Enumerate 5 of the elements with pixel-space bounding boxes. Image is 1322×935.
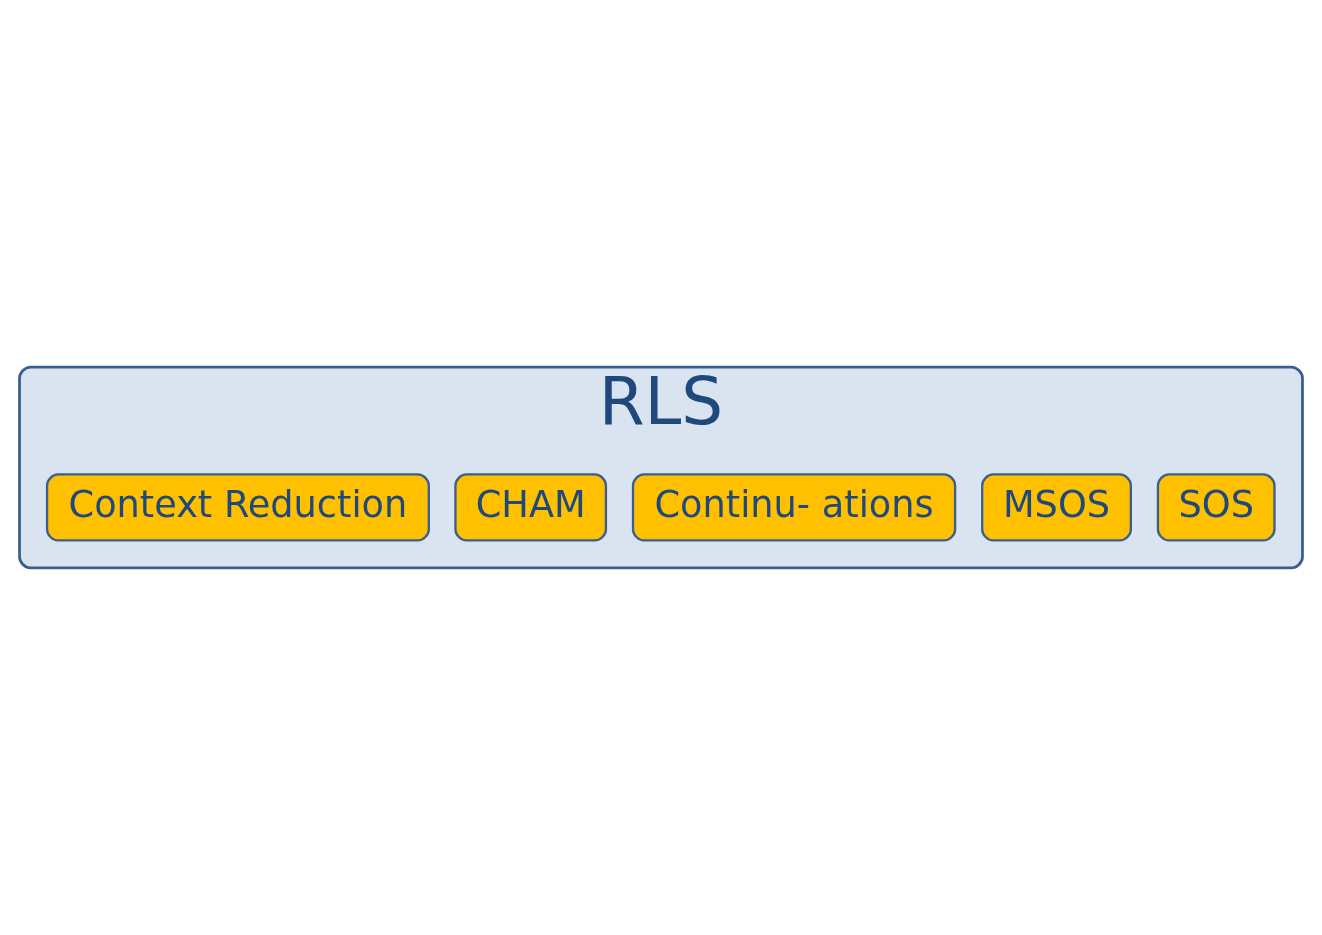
node-box: Context Reduction (45, 473, 430, 542)
node-box: Continu- ations (631, 473, 957, 542)
node-box: MSOS (981, 473, 1132, 542)
node-box: SOS (1156, 473, 1276, 542)
node-box: CHAM (454, 473, 608, 542)
